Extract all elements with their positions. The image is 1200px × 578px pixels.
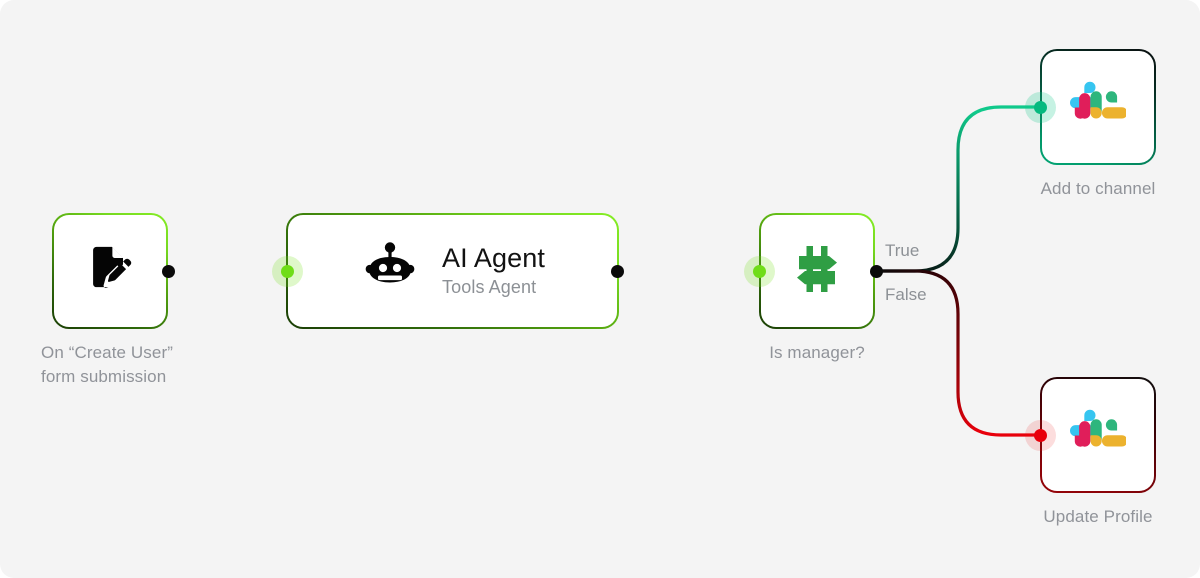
input-connector-slack-update[interactable] xyxy=(1034,428,1047,442)
node-slack-add-to-channel[interactable] xyxy=(1040,49,1156,165)
robot-head-icon xyxy=(360,241,420,302)
output-connector-ai-agent[interactable] xyxy=(610,264,624,278)
signpost-switch-icon xyxy=(790,242,844,301)
input-connector-slack-add[interactable] xyxy=(1034,100,1047,114)
node-form-trigger[interactable] xyxy=(52,213,168,329)
node-switch-is-manager[interactable] xyxy=(759,213,875,329)
slack-icon xyxy=(1070,405,1128,466)
form-document-pencil-icon xyxy=(84,243,136,300)
node-label-slack-add-to-channel: Add to channel xyxy=(1040,179,1156,198)
node-ai-agent[interactable]: AI Agent Tools Agent xyxy=(286,213,619,329)
ai-agent-subtitle: Tools Agent xyxy=(442,277,537,297)
node-label-switch-is-manager: Is manager? xyxy=(769,343,865,362)
input-connector-switch[interactable] xyxy=(753,264,766,278)
node-slack-update-profile[interactable] xyxy=(1040,377,1156,493)
slack-icon xyxy=(1070,77,1128,138)
node-label-form-trigger: On “Create User” form submission xyxy=(41,343,173,386)
branch-label-true: True xyxy=(885,241,920,260)
node-label-slack-update-profile: Update Profile xyxy=(1043,507,1153,526)
output-connector-trigger[interactable] xyxy=(161,264,175,278)
branch-label-false: False xyxy=(885,285,927,304)
input-connector-agent[interactable] xyxy=(281,264,294,278)
output-connector-switch[interactable] xyxy=(869,264,883,278)
ai-agent-title: AI Agent xyxy=(442,243,545,273)
